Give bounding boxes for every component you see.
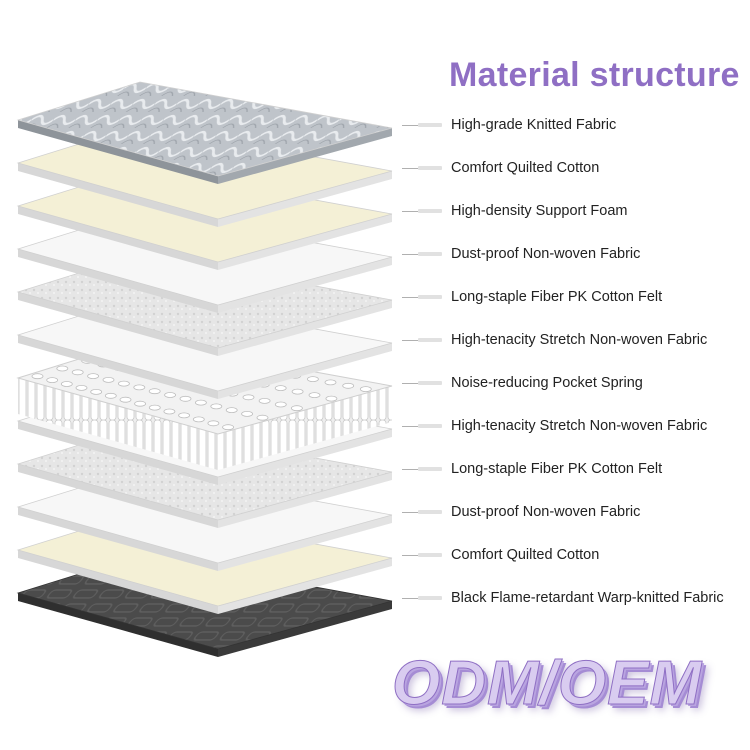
layer-label-row: Black Flame-retardant Warp-knitted Fabri… <box>402 588 724 608</box>
odm-oem-logo: ODM/OEM <box>392 649 703 719</box>
layer-label: Long-staple Fiber PK Cotton Felt <box>451 289 663 305</box>
layer-label-row: Dust-proof Non-woven Fabric <box>402 244 640 264</box>
layer-label: Dust-proof Non-woven Fabric <box>451 504 641 520</box>
leader-line <box>402 252 442 256</box>
layer-label-row: Long-staple Fiber PK Cotton Felt <box>402 287 662 307</box>
layer-label: Comfort Quilted Cotton <box>451 160 600 176</box>
layer-label: High-density Support Foam <box>451 203 628 219</box>
layer-label: Black Flame-retardant Warp-knitted Fabri… <box>451 590 724 606</box>
leader-line <box>402 338 442 342</box>
layer-label: High-tenacity Stretch Non-woven Fabric <box>451 332 708 348</box>
mattress-layer-stack <box>16 81 393 657</box>
layer-label: High-grade Knitted Fabric <box>451 117 617 133</box>
layer-label: Long-staple Fiber PK Cotton Felt <box>451 461 663 477</box>
layer-label: Noise-reducing Pocket Spring <box>451 375 643 391</box>
leader-line <box>402 166 442 170</box>
layer-label-row: High-tenacity Stretch Non-woven Fabric <box>402 330 707 350</box>
layer-label: High-tenacity Stretch Non-woven Fabric <box>451 418 708 434</box>
layer-label-row: Long-staple Fiber PK Cotton Felt <box>402 459 662 479</box>
leader-line <box>402 424 442 428</box>
leader-line <box>402 467 442 471</box>
layer-label-row: High-density Support Foam <box>402 201 628 221</box>
layer-label-row: Comfort Quilted Cotton <box>402 545 599 565</box>
leader-line <box>402 381 442 385</box>
layer-label-row: Noise-reducing Pocket Spring <box>402 373 643 393</box>
page-title: Material structure <box>449 56 740 94</box>
layer-label-row: High-tenacity Stretch Non-woven Fabric <box>402 416 707 436</box>
layer-label-row: Dust-proof Non-woven Fabric <box>402 502 640 522</box>
mattress-layer-1 <box>16 81 393 184</box>
leader-line <box>402 209 442 213</box>
layer-label: Comfort Quilted Cotton <box>451 547 600 563</box>
leader-line <box>402 596 442 600</box>
leader-line <box>402 123 442 127</box>
layer-label-row: High-grade Knitted Fabric <box>402 115 616 135</box>
layer-label: Dust-proof Non-woven Fabric <box>451 246 641 262</box>
leader-line <box>402 553 442 557</box>
leader-line <box>402 295 442 299</box>
layer-label-row: Comfort Quilted Cotton <box>402 158 599 178</box>
leader-line <box>402 510 442 514</box>
